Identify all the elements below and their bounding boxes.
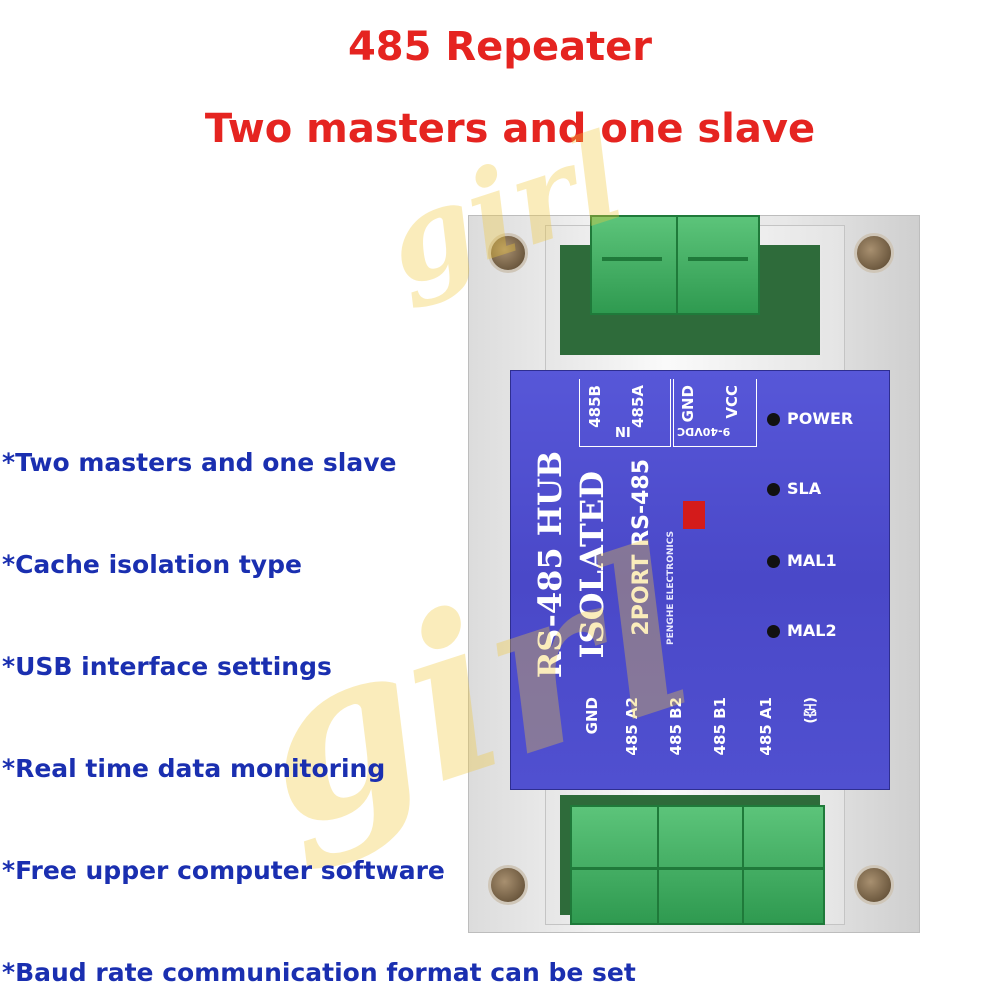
product-name: RS-485 HUB: [531, 451, 569, 679]
brand-name: PENGHE ELECTRONICS: [666, 531, 676, 645]
label-485-a2: 485 A2: [623, 697, 641, 756]
mal1-led-icon: [767, 555, 780, 568]
power-led-icon: [767, 413, 780, 426]
label-485a: 485A: [629, 385, 647, 428]
title-line-1: 485 Repeater: [347, 24, 653, 70]
label-gnd-top: GND: [679, 385, 697, 423]
label-voltage: 9-40VDC: [677, 425, 731, 438]
label-vcc: VCC: [723, 385, 741, 419]
feature-item: *Cache isolation type: [2, 550, 302, 579]
label-empty: (空): [803, 697, 819, 724]
brand-logo-icon: [683, 501, 705, 529]
led-label-power: POWER: [787, 409, 854, 428]
bottom-terminal-block: [570, 805, 825, 925]
mounting-hole: [854, 865, 894, 905]
feature-item: *Real time data monitoring: [2, 754, 386, 783]
title-line-2: Two masters and one slave: [204, 106, 816, 152]
device-photo: 485B 485A IN GND VCC 9-40VDC RS-485 HUB …: [460, 195, 940, 940]
label-gnd-bottom: GND: [583, 697, 601, 735]
model-label: 2PORT RS-485: [629, 459, 654, 636]
mal2-led-icon: [767, 625, 780, 638]
label-in: IN: [615, 423, 631, 438]
led-label-mal1: MAL1: [787, 551, 837, 570]
feature-item: *Baud rate communication format can be s…: [2, 958, 636, 987]
mounting-hole: [488, 233, 528, 273]
top-terminal-block: [590, 215, 760, 315]
feature-item: *Free upper computer software: [2, 856, 445, 885]
label-485-a1: 485 A1: [757, 697, 775, 756]
mounting-hole: [488, 865, 528, 905]
led-label-mal2: MAL2: [787, 621, 837, 640]
mounting-hole: [854, 233, 894, 273]
led-label-sla: SLA: [787, 479, 822, 498]
label-485b: 485B: [586, 385, 604, 428]
product-type: ISOLATED: [573, 471, 611, 659]
sla-led-icon: [767, 483, 780, 496]
feature-item: *USB interface settings: [2, 652, 332, 681]
feature-item: *Two masters and one slave: [2, 448, 397, 477]
label-485-b1: 485 B1: [711, 697, 729, 756]
label-485-b2: 485 B2: [667, 697, 685, 756]
label-panel: 485B 485A IN GND VCC 9-40VDC RS-485 HUB …: [510, 370, 890, 790]
